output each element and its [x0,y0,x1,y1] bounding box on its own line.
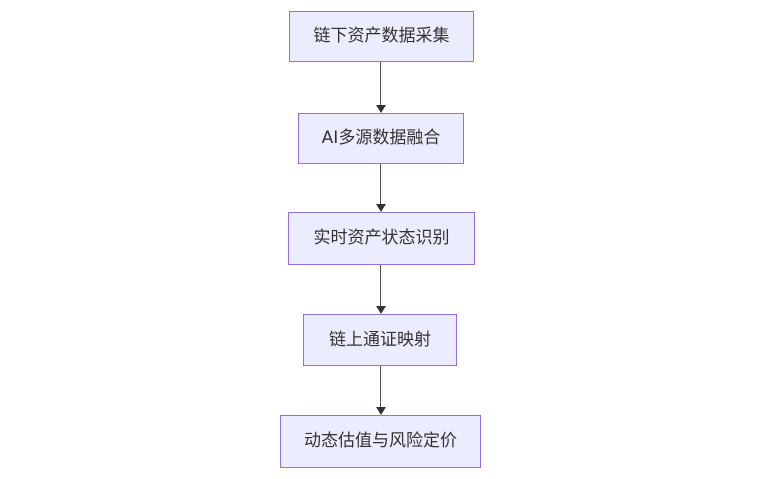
flow-node-label: 实时资产状态识别 [313,228,450,248]
flow-edge-1 [375,62,386,113]
flow-node-realtime-asset-state: 实时资产状态识别 [288,212,475,265]
flow-node-dynamic-valuation-risk-pricing: 动态估值与风险定价 [280,415,481,468]
edge-line [379,164,382,204]
flow-edge-2 [375,164,386,212]
arrow-down-icon [375,407,386,415]
flow-node-onchain-token-mapping: 链上通证映射 [303,314,457,366]
edge-line [379,366,382,407]
edge-line [379,62,382,105]
arrow-down-icon [375,306,386,314]
flow-edge-4 [375,366,386,415]
flow-node-ai-multisource-fusion: AI多源数据融合 [298,113,464,164]
flow-node-offchain-data-collection: 链下资产数据采集 [289,11,474,62]
arrow-down-icon [375,105,386,113]
arrow-down-icon [375,204,386,212]
flow-node-label: 动态估值与风险定价 [304,431,457,451]
flow-edge-3 [375,265,386,314]
flow-node-label: 链下资产数据采集 [313,26,450,46]
flow-node-label: 链上通证映射 [329,329,431,350]
edge-line [379,265,382,306]
flow-node-label: AI多源数据融合 [321,128,441,148]
